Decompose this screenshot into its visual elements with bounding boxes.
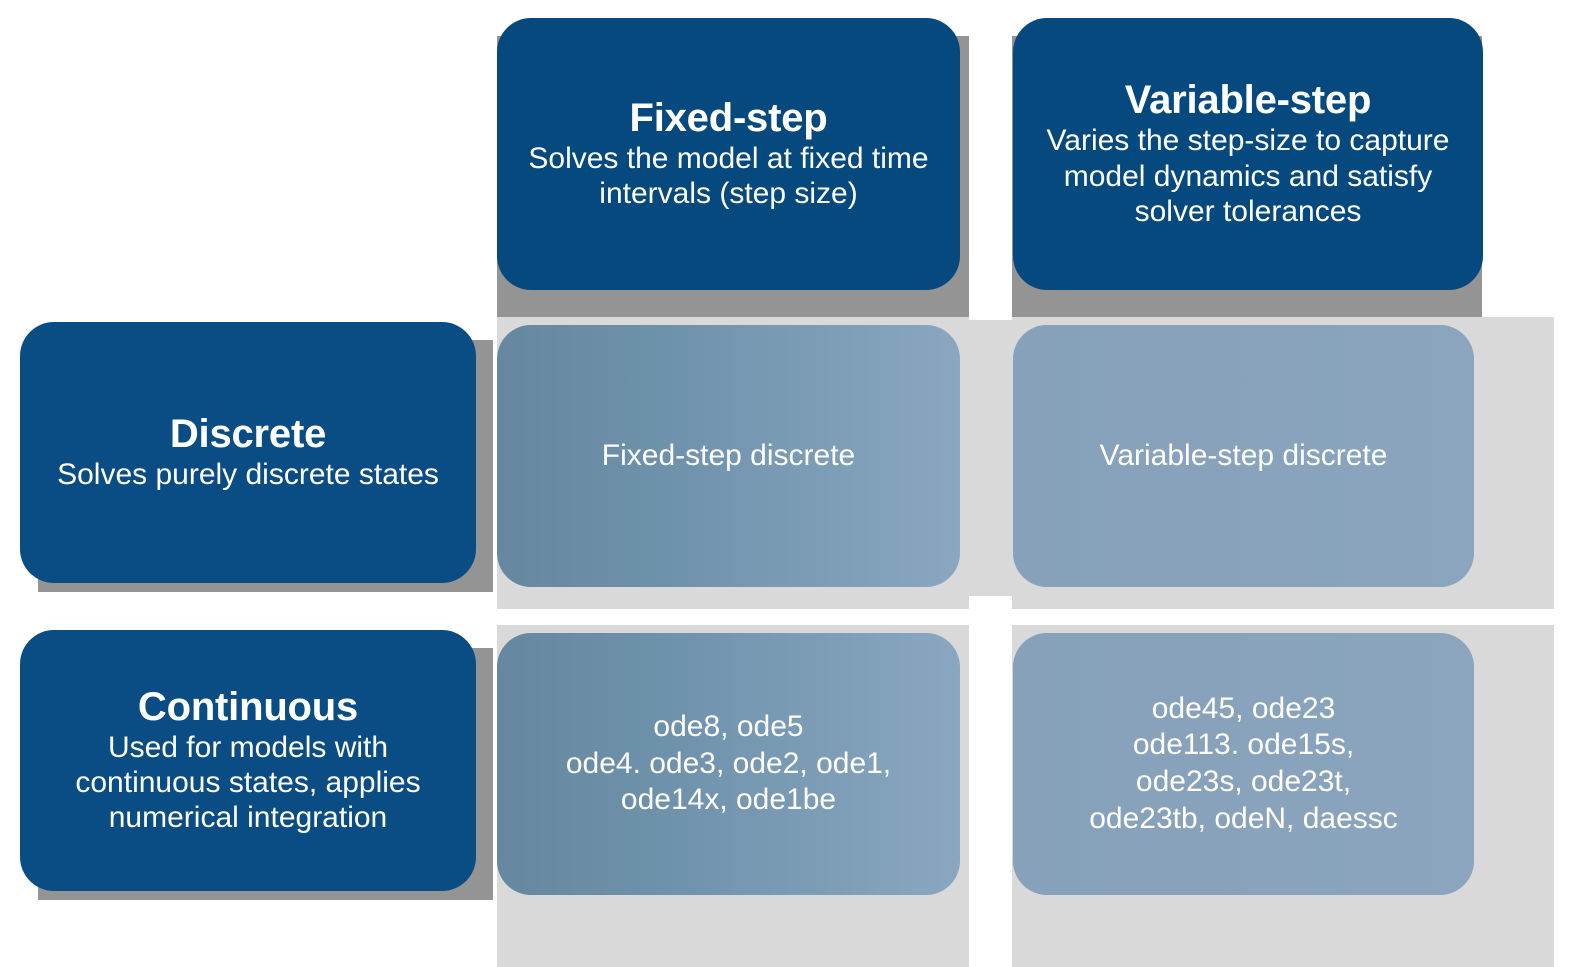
header-column-gutter — [969, 0, 1012, 320]
row-header-discrete-title: Discrete — [169, 411, 327, 456]
cell-fixed-step-discrete-text: Fixed-step discrete — [601, 438, 856, 472]
cell-fixed-step-continuous[interactable]: ode8, ode5 ode4. ode3, ode2, ode1, ode14… — [497, 633, 960, 895]
column-header-variable-step[interactable]: Variable-step Varies the step-size to ca… — [1013, 18, 1483, 290]
row-header-continuous-description: Used for models with continuous states, … — [75, 730, 421, 835]
cell-fixed-step-continuous-text: ode8, ode5 ode4. ode3, ode2, ode1, ode14… — [565, 710, 892, 817]
column-header-fixed-step-description: Solves the model at fixed time intervals… — [528, 142, 929, 211]
cell-variable-step-discrete[interactable]: Variable-step discrete — [1013, 325, 1474, 587]
row-header-continuous-title: Continuous — [137, 684, 359, 729]
row-header-discrete-description: Solves purely discrete states — [57, 458, 439, 492]
row-header-continuous[interactable]: Continuous Used for models with continuo… — [20, 630, 476, 891]
row-header-discrete[interactable]: Discrete Solves purely discrete states — [20, 322, 476, 583]
column-header-fixed-step-title: Fixed-step — [629, 95, 828, 140]
column-header-variable-step-description: Varies the step-size to capture model dy… — [1046, 124, 1450, 228]
cell-fixed-step-discrete[interactable]: Fixed-step discrete — [497, 325, 960, 587]
cell-variable-step-discrete-text: Variable-step discrete — [1099, 438, 1388, 472]
cell-variable-step-continuous[interactable]: ode45, ode23 ode113. ode15s, ode23s, ode… — [1013, 633, 1474, 895]
column-header-variable-step-title: Variable-step — [1124, 78, 1372, 123]
column-header-fixed-step[interactable]: Fixed-step Solves the model at fixed tim… — [497, 18, 960, 290]
cell-variable-step-continuous-text: ode45, ode23 ode113. ode15s, ode23s, ode… — [1089, 691, 1398, 835]
body-column-gutter — [969, 596, 1012, 967]
